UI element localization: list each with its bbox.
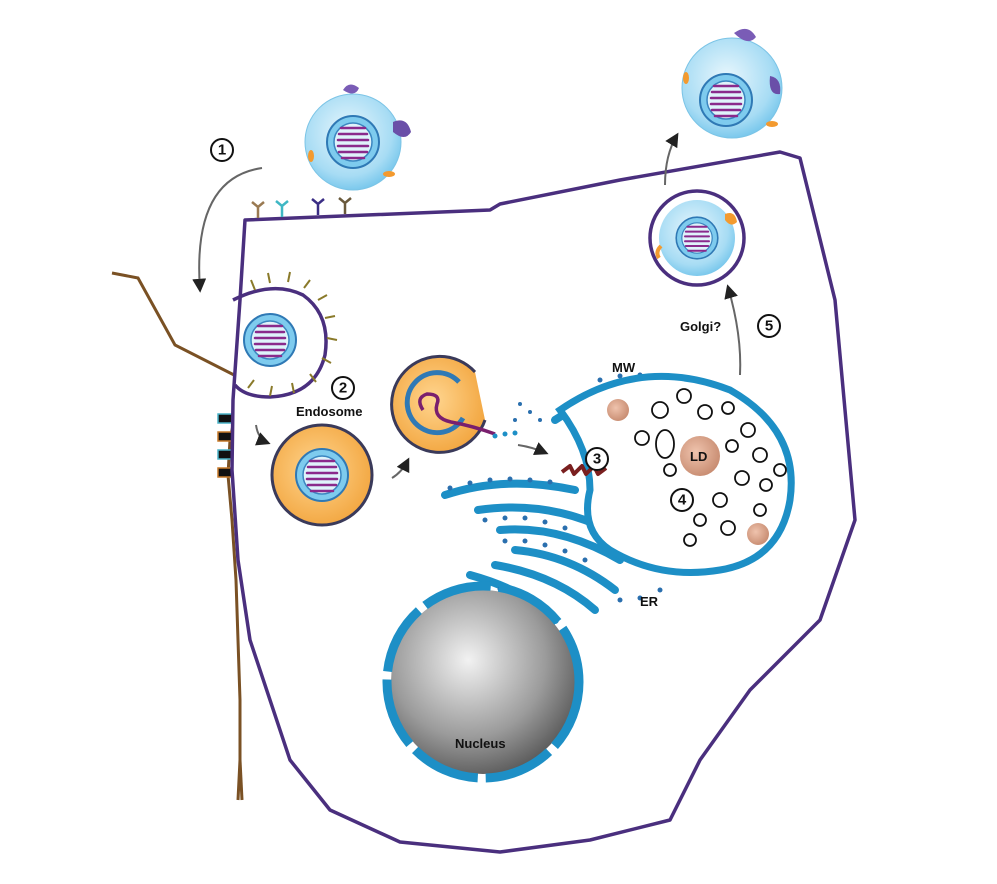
arrow-to-fusion: [391, 457, 410, 479]
svg-text:3: 3: [593, 451, 601, 468]
label-mw: MW: [612, 360, 636, 375]
label-golgi: Golgi?: [680, 319, 721, 334]
cell-receptors: [251, 197, 352, 218]
svg-text:5: 5: [765, 318, 773, 335]
endosome-1: [270, 423, 374, 527]
label-endosome: Endosome: [296, 404, 362, 419]
label-er: ER: [640, 594, 659, 609]
tight-junction: [217, 413, 239, 478]
membranous-web: [555, 372, 795, 576]
neuron-process: [111, 271, 242, 801]
arrow-release: [664, 132, 679, 186]
label-ld: LD: [690, 449, 707, 464]
svg-text:1: 1: [218, 142, 226, 159]
label-nucleus: Nucleus: [455, 736, 506, 751]
step-4: 4: [670, 488, 694, 512]
svg-text:4: 4: [678, 492, 687, 509]
step-1: 1: [210, 138, 234, 162]
viral-rna-replication: [560, 464, 608, 476]
svg-text:2: 2: [339, 380, 347, 397]
virion-entry: [304, 84, 411, 191]
arrow-to-golgi: [724, 284, 742, 376]
step-3: 3: [585, 447, 609, 471]
arrow-to-er: [517, 442, 549, 456]
flow-arrows: [192, 132, 742, 479]
arrow-to-endosome: [254, 424, 271, 446]
endosome-fusion: [390, 354, 518, 454]
virion-released: [681, 28, 783, 139]
step-5: 5: [757, 314, 781, 338]
clathrin-pit: [232, 271, 338, 399]
arrow-entry: [192, 167, 263, 293]
step-2: 2: [331, 376, 355, 400]
nucleus: [382, 581, 584, 783]
secretory-vesicle: [648, 189, 746, 287]
plasma-membrane: [230, 150, 857, 854]
